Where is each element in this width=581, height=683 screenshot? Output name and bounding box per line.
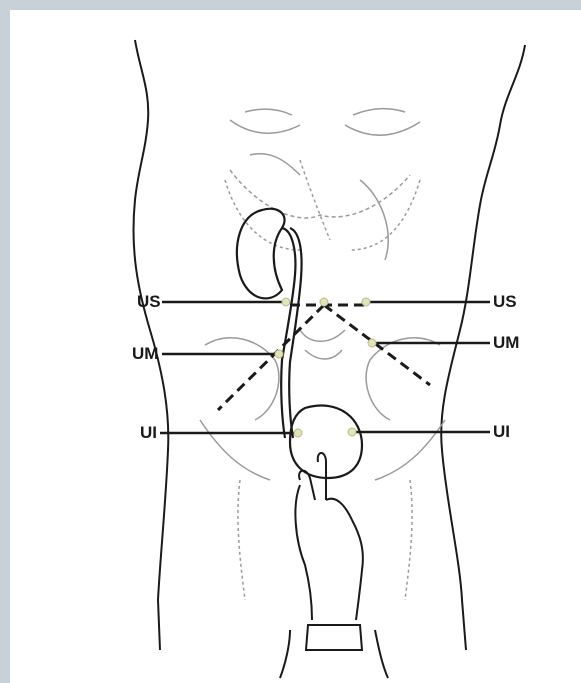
label-ui-right: UI: [493, 422, 510, 441]
label-um-right: UM: [493, 333, 519, 352]
um-point-left: [275, 350, 283, 358]
label-ui-left: UI: [140, 423, 157, 442]
body-outline: [133, 40, 525, 650]
us-point-center: [320, 298, 328, 306]
label-us-left: US: [137, 292, 161, 311]
hand-illustration: [280, 453, 388, 678]
us-point-right: [362, 298, 370, 306]
us-point-left: [282, 298, 290, 306]
ui-point-left: [294, 429, 302, 437]
dashed-region-lines: [218, 305, 430, 410]
indicator-lines: [160, 302, 490, 433]
label-us-right: US: [493, 292, 517, 311]
label-um-left: UM: [132, 344, 158, 363]
ui-point-right: [348, 428, 356, 436]
um-point-right: [368, 339, 376, 347]
